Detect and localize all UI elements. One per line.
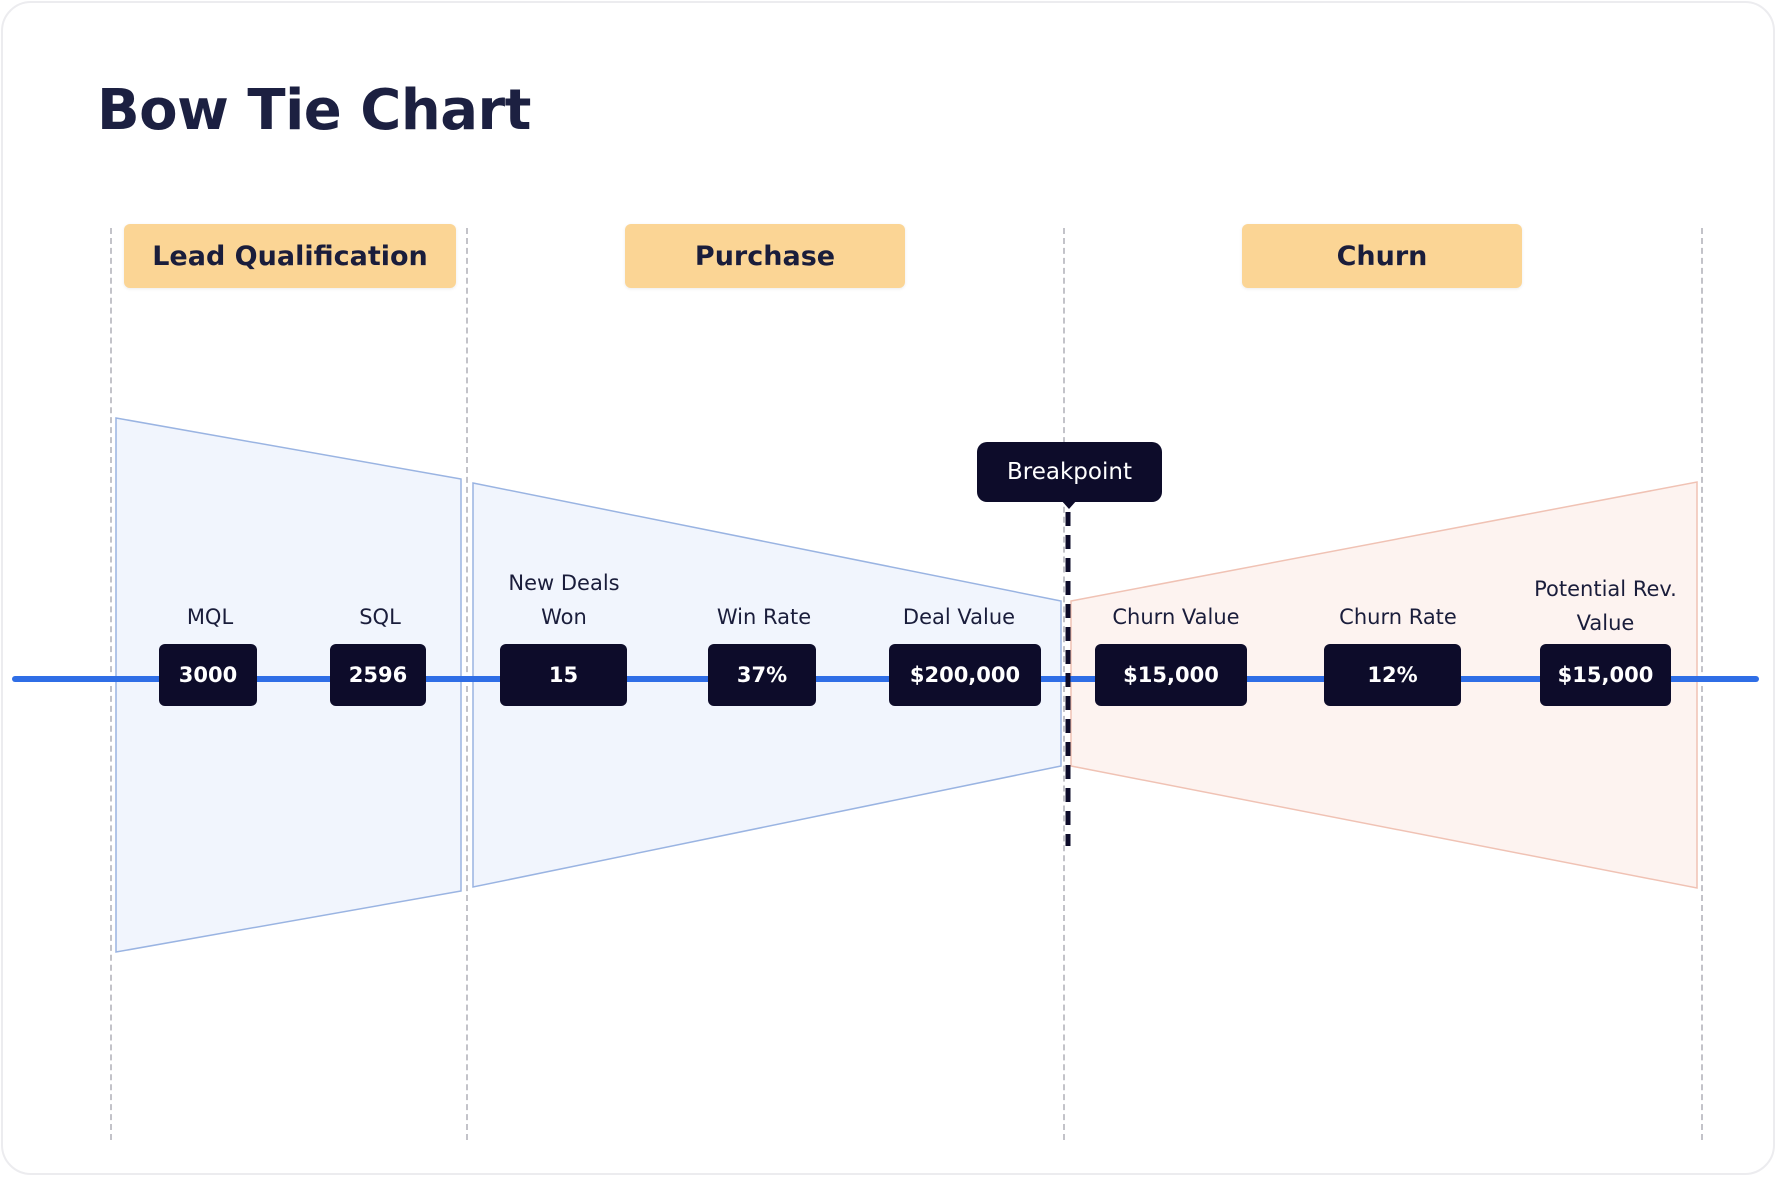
stage-header-lead-qualification: Lead Qualification xyxy=(124,224,456,288)
stage-divider xyxy=(466,228,468,1140)
metric-label-churn-rate: Churn Rate xyxy=(1339,605,1457,629)
metric-label-win-rate: Win Rate xyxy=(716,605,812,629)
metric-label-line: Value xyxy=(1576,611,1635,635)
metric-value-churn-value: $15,000 xyxy=(1095,644,1247,706)
metric-label-line: Potential Rev. xyxy=(1534,577,1677,601)
stage-divider xyxy=(1063,228,1065,1140)
lead-qualification-funnel xyxy=(115,417,462,953)
stage-header-purchase: Purchase xyxy=(625,224,905,288)
breakpoint-pointer xyxy=(1061,500,1077,509)
metric-label-mql: MQL xyxy=(186,605,234,629)
metric-label-line: Won xyxy=(541,605,587,629)
metric-value-new-deals-won: 15 xyxy=(500,644,627,706)
metric-value-sql: 2596 xyxy=(330,644,426,706)
page-title: Bow Tie Chart xyxy=(97,78,531,143)
metric-label-new-deals-won: New Deals Won xyxy=(474,566,654,634)
metric-label-deal-value: Deal Value xyxy=(902,605,1016,629)
metric-value-win-rate: 37% xyxy=(708,644,816,706)
metric-value-mql: 3000 xyxy=(159,644,257,706)
metric-label-potential-rev-value: Potential Rev. Value xyxy=(1508,572,1703,640)
metric-value-deal-value: $200,000 xyxy=(889,644,1041,706)
metric-label-line: New Deals xyxy=(508,571,620,595)
breakpoint-label: Breakpoint xyxy=(977,442,1162,502)
stage-divider xyxy=(1701,228,1703,1140)
stage-header-churn: Churn xyxy=(1242,224,1522,288)
metric-value-churn-rate: 12% xyxy=(1324,644,1461,706)
stage-divider xyxy=(110,228,112,1140)
metric-value-potential-rev-value: $15,000 xyxy=(1540,644,1671,706)
metric-label-churn-value: Churn Value xyxy=(1112,605,1240,629)
metric-label-sql: SQL xyxy=(359,605,401,629)
